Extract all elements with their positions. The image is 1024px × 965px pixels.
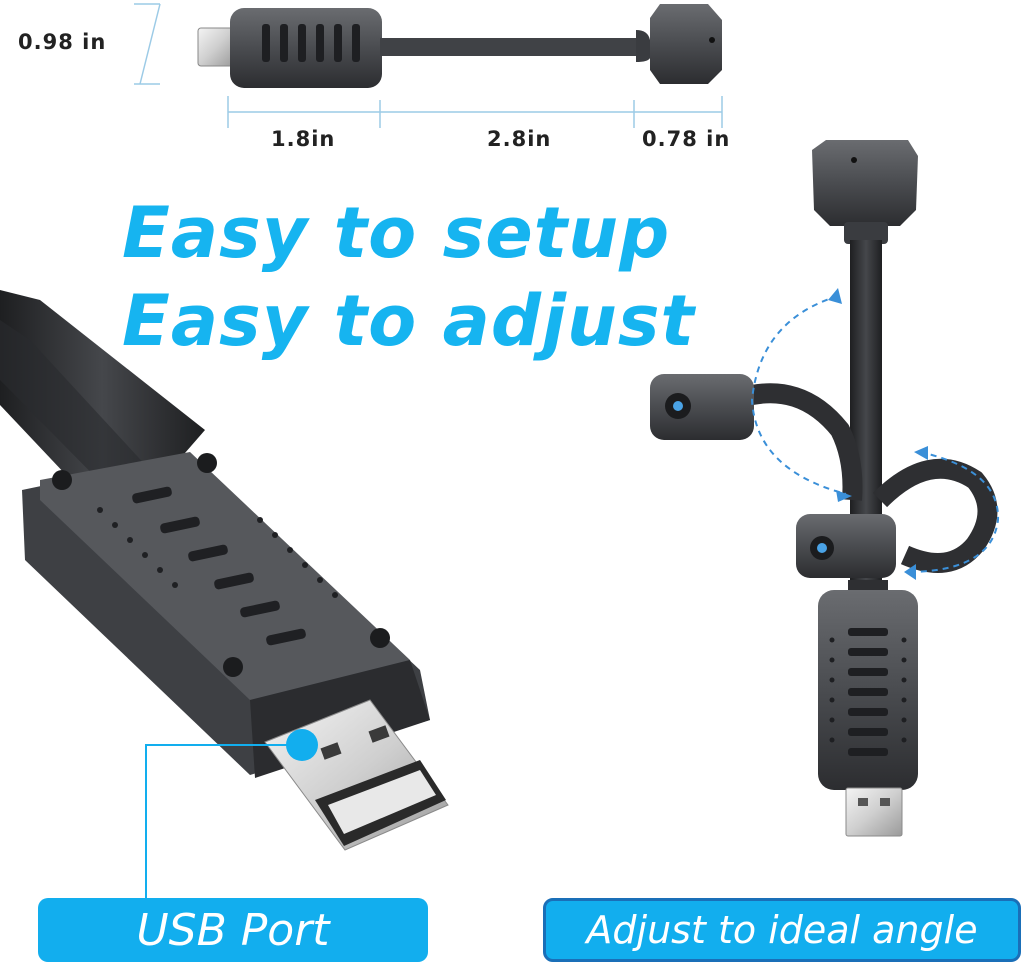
adjustable-device	[650, 140, 998, 837]
dimension-device	[197, 4, 722, 88]
top-lens-icon	[709, 37, 715, 43]
side-camera-upper	[650, 374, 754, 440]
rotation-arrows	[750, 295, 1000, 573]
usb-closeup	[0, 290, 449, 851]
neck-length-dimension-label: 2.8in	[487, 127, 552, 151]
usb-port-marker-icon	[286, 729, 318, 761]
arrow-head-down-icon	[904, 564, 916, 580]
usb-port-pointer	[145, 729, 318, 900]
body-length-dimension-label: 1.8in	[271, 127, 336, 151]
bent-neck-left	[737, 383, 863, 501]
lower-lens-icon	[817, 543, 827, 553]
headline-line-1: Easy to setup	[122, 192, 671, 274]
upper-lens-icon	[673, 401, 683, 411]
right-usb-plug	[845, 787, 903, 837]
arrow-head-up-icon	[828, 288, 842, 304]
dimension-lines	[134, 3, 723, 128]
loop-neck-right	[872, 458, 998, 573]
right-vent-holes	[829, 628, 907, 756]
height-dimension-label: 0.98 in	[18, 30, 107, 54]
top-vent-holes	[262, 24, 360, 62]
closeup-vent-holes	[97, 486, 338, 646]
arrow-head-left-icon	[914, 446, 928, 460]
usb-port-label: USB Port	[38, 898, 428, 962]
arrow-head-right-icon	[836, 490, 852, 502]
adjust-angle-label: Adjust to ideal angle	[543, 898, 1021, 962]
top-camera-head	[650, 4, 722, 84]
top-usb-plug	[197, 27, 235, 67]
headline-line-2: Easy to adjust	[122, 280, 695, 362]
head-length-dimension-label: 0.78 in	[642, 127, 731, 151]
arrow-heads	[828, 288, 928, 580]
side-camera-lower	[796, 514, 896, 578]
right-top-camera-head	[812, 140, 918, 226]
top-device-neck	[380, 38, 638, 56]
